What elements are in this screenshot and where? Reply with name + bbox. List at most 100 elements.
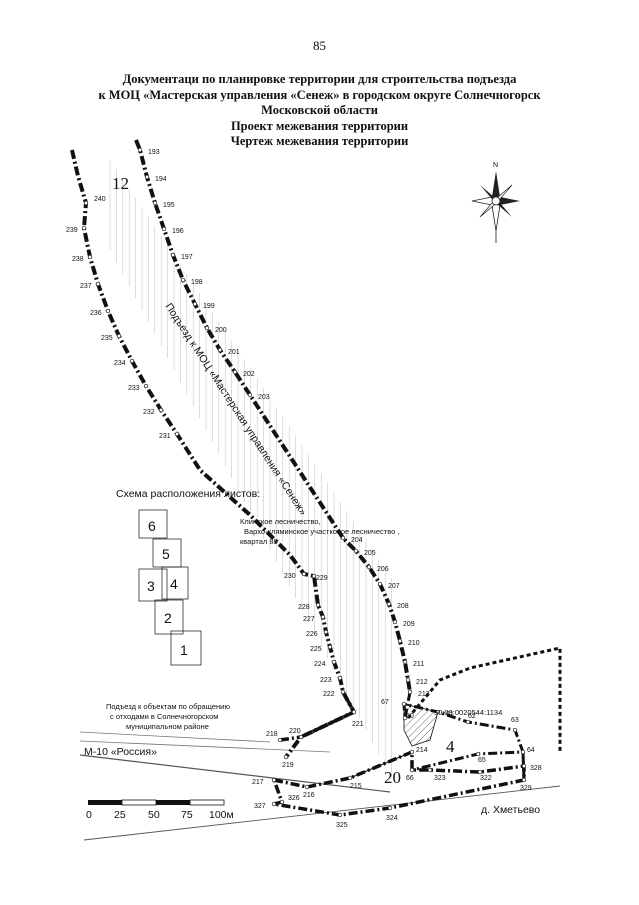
- point-label: 232: [143, 409, 155, 416]
- boundary-point: [387, 805, 393, 811]
- point-label: 228: [298, 604, 310, 611]
- waste-road-note-2: с отходами в Солнечногорском: [110, 712, 218, 721]
- point-label: 196: [172, 228, 184, 235]
- boundary-point: [283, 754, 289, 760]
- point-label: 216: [303, 792, 315, 799]
- boundary-point: [105, 308, 111, 314]
- boundary-points: [81, 147, 527, 818]
- boundary-point: [409, 749, 415, 755]
- boundary-point: [129, 358, 135, 364]
- point-label: 225: [310, 646, 322, 653]
- boundary-point: [465, 719, 471, 725]
- point-label: 240: [94, 196, 106, 203]
- title-line-4: Проект межевания территории: [230, 118, 409, 133]
- boundary-point: [402, 715, 408, 721]
- boundary-point: [477, 769, 483, 775]
- boundary-point: [521, 763, 527, 769]
- waste-road-note-1: Подъезд к объектам по обращению: [106, 702, 230, 711]
- point-label: 226: [306, 631, 318, 638]
- boundary-point: [298, 734, 304, 740]
- point-label: 229: [316, 575, 328, 582]
- point-label: 223: [320, 677, 332, 684]
- point-label: 238: [72, 256, 84, 263]
- point-label: 221: [352, 721, 364, 728]
- boundary-point: [311, 573, 317, 579]
- point-label: 66: [406, 775, 414, 782]
- title-line-2: к МОЦ «Мастерская управления «Сенеж» в г…: [98, 87, 541, 102]
- boundary-point: [217, 347, 223, 353]
- point-label: 207: [388, 583, 400, 590]
- boundary-point: [520, 749, 526, 755]
- boundary-point: [143, 383, 149, 389]
- point-label: 208: [397, 603, 409, 610]
- boundary-point: [204, 325, 210, 331]
- point-label: 224: [314, 661, 326, 668]
- point-label: 210: [408, 640, 420, 647]
- cadastral-number: 50:09:0020544:1134: [434, 708, 502, 717]
- point-label: 63: [511, 717, 519, 724]
- scale-tick-25: 25: [114, 809, 126, 821]
- document-title: Документаци по планировке территории для…: [20, 72, 619, 150]
- boundary-point: [271, 801, 277, 807]
- point-label: 209: [403, 621, 415, 628]
- boundary-point: [337, 675, 343, 681]
- boundary-segment: [279, 691, 356, 742]
- boundary-point: [402, 659, 408, 665]
- boundary-point: [83, 200, 89, 206]
- boundary-point: [320, 614, 326, 620]
- boundary-point: [407, 689, 413, 695]
- sheet-1: 1: [180, 642, 188, 658]
- point-label: 212: [416, 679, 428, 686]
- scale-tick-50: 50: [148, 809, 160, 821]
- point-label: 65: [478, 757, 486, 764]
- point-label: 234: [114, 360, 126, 367]
- point-label: 206: [377, 566, 389, 573]
- sheet-6: 6: [148, 518, 156, 534]
- point-label: 230: [284, 573, 296, 580]
- boundary-point: [192, 301, 198, 307]
- boundary-point: [116, 333, 122, 339]
- point-label: 193: [148, 149, 160, 156]
- boundary-point: [277, 737, 283, 743]
- point-label: 327: [254, 803, 266, 810]
- road-strip-hatching: [109, 160, 392, 778]
- point-label: 328: [530, 765, 542, 772]
- boundary-point: [366, 564, 372, 570]
- scale-bar: [88, 799, 225, 806]
- boundary-point: [347, 775, 353, 781]
- point-label: 211: [413, 661, 424, 668]
- boundary-point: [521, 777, 527, 783]
- boundary-segment: [70, 149, 356, 759]
- point-label: 233: [128, 385, 140, 392]
- boundary-point: [377, 581, 383, 587]
- boundary-point: [95, 281, 101, 287]
- point-label: 199: [203, 303, 215, 310]
- zone-label-4: 4: [446, 737, 455, 756]
- boundary-point: [397, 638, 403, 644]
- boundary-point: [323, 629, 329, 635]
- boundary-segment: [134, 139, 412, 693]
- boundary-point: [158, 407, 164, 413]
- zone-label-12: 12: [112, 174, 129, 193]
- point-label: 239: [66, 227, 78, 234]
- boundary-point: [427, 767, 433, 773]
- point-label: 329: [520, 785, 532, 792]
- point-label: 195: [163, 202, 175, 209]
- page-number: 85: [313, 38, 326, 53]
- point-label: 219: [282, 762, 294, 769]
- boundary-point: [87, 254, 93, 260]
- point-label: 324: [386, 815, 398, 822]
- village-label: д. Хметьево: [481, 804, 540, 816]
- boundary-point: [392, 619, 398, 625]
- boundary-point: [327, 644, 333, 650]
- boundary-point: [409, 767, 415, 773]
- sheet-5: 5: [162, 546, 170, 562]
- scale-tick-100: 100м: [209, 809, 234, 821]
- boundary-point: [401, 701, 407, 707]
- boundary-point: [301, 571, 307, 577]
- point-label: 205: [364, 550, 376, 557]
- sheet-scheme-title: Схема расположения листов:: [116, 488, 260, 500]
- boundary-point: [304, 784, 310, 790]
- title-line-1: Документаци по планировке территории для…: [122, 72, 517, 86]
- boundary-point: [161, 226, 167, 232]
